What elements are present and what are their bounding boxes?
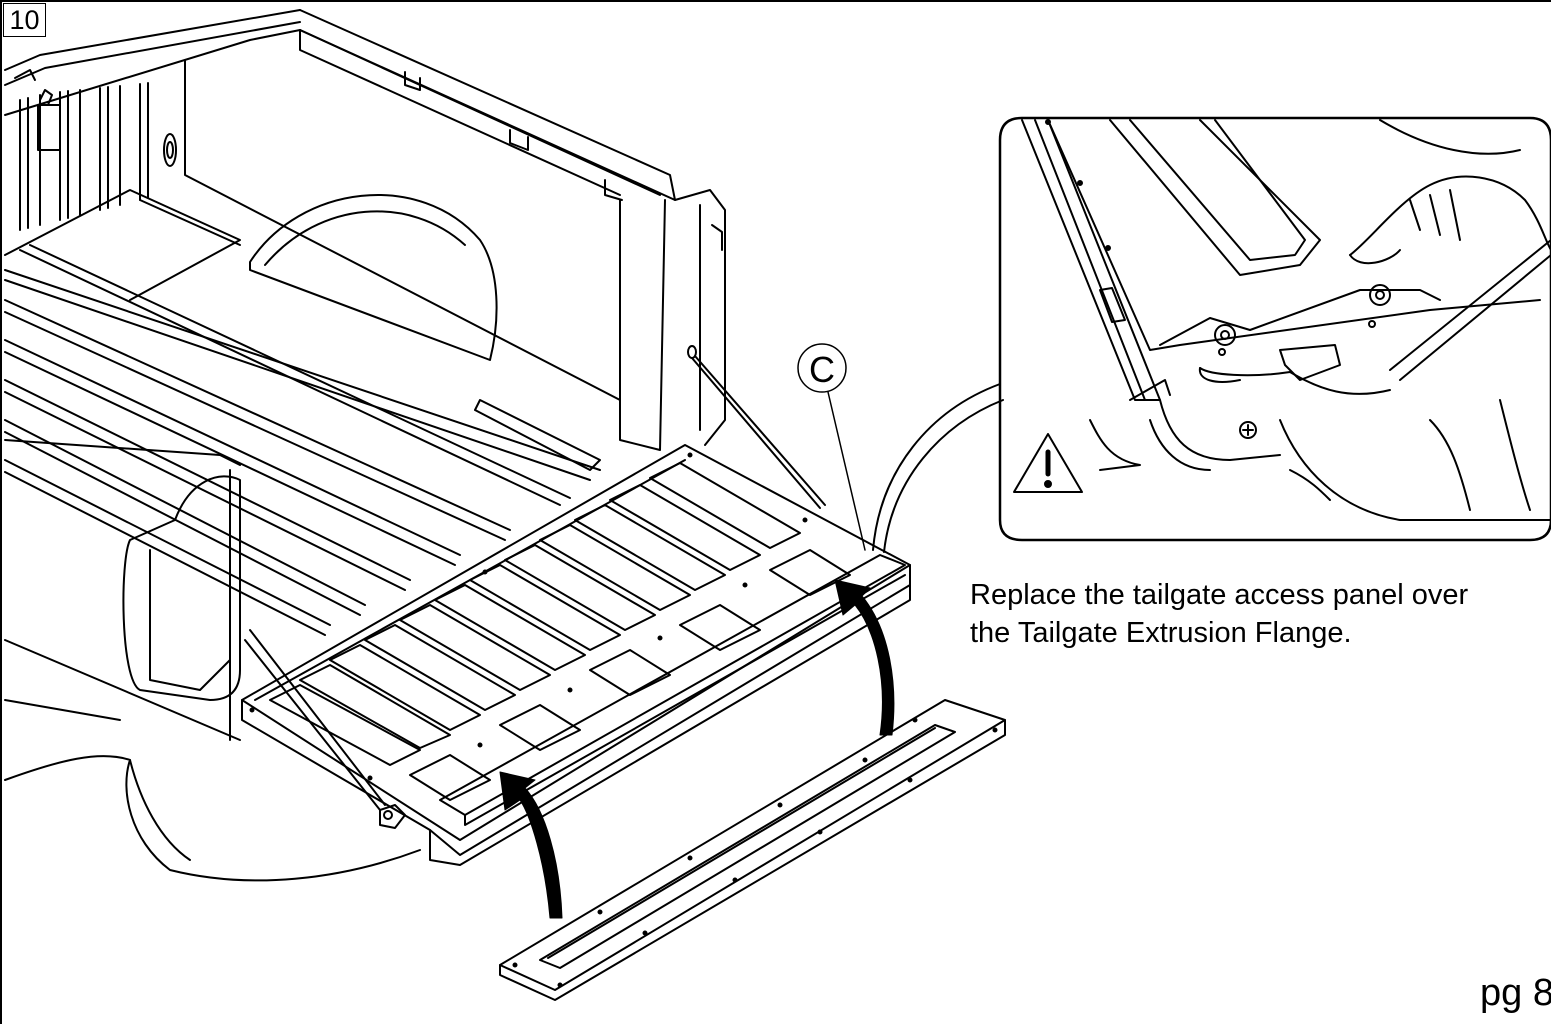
bed-floor-ribs xyxy=(4,189,601,636)
callout-c: C xyxy=(797,343,866,551)
detail-leader xyxy=(872,383,1004,553)
truck-bed-front-wall xyxy=(184,9,826,509)
callout-label: C xyxy=(809,349,835,390)
truck-bed-left-wall xyxy=(4,9,301,231)
step-number: 10 xyxy=(3,3,46,37)
warning-icon xyxy=(1013,433,1083,493)
wheel-well xyxy=(249,194,498,361)
instruction-text: Replace the tailgate access panel over t… xyxy=(970,579,1469,649)
tailgate xyxy=(241,444,911,866)
detail-inset xyxy=(998,116,1551,542)
page-number: pg 8 xyxy=(1480,972,1551,1014)
tailgate-access-panel xyxy=(499,699,1006,1001)
truck-body-left xyxy=(4,469,421,882)
curved-arrow-icon xyxy=(499,579,895,919)
